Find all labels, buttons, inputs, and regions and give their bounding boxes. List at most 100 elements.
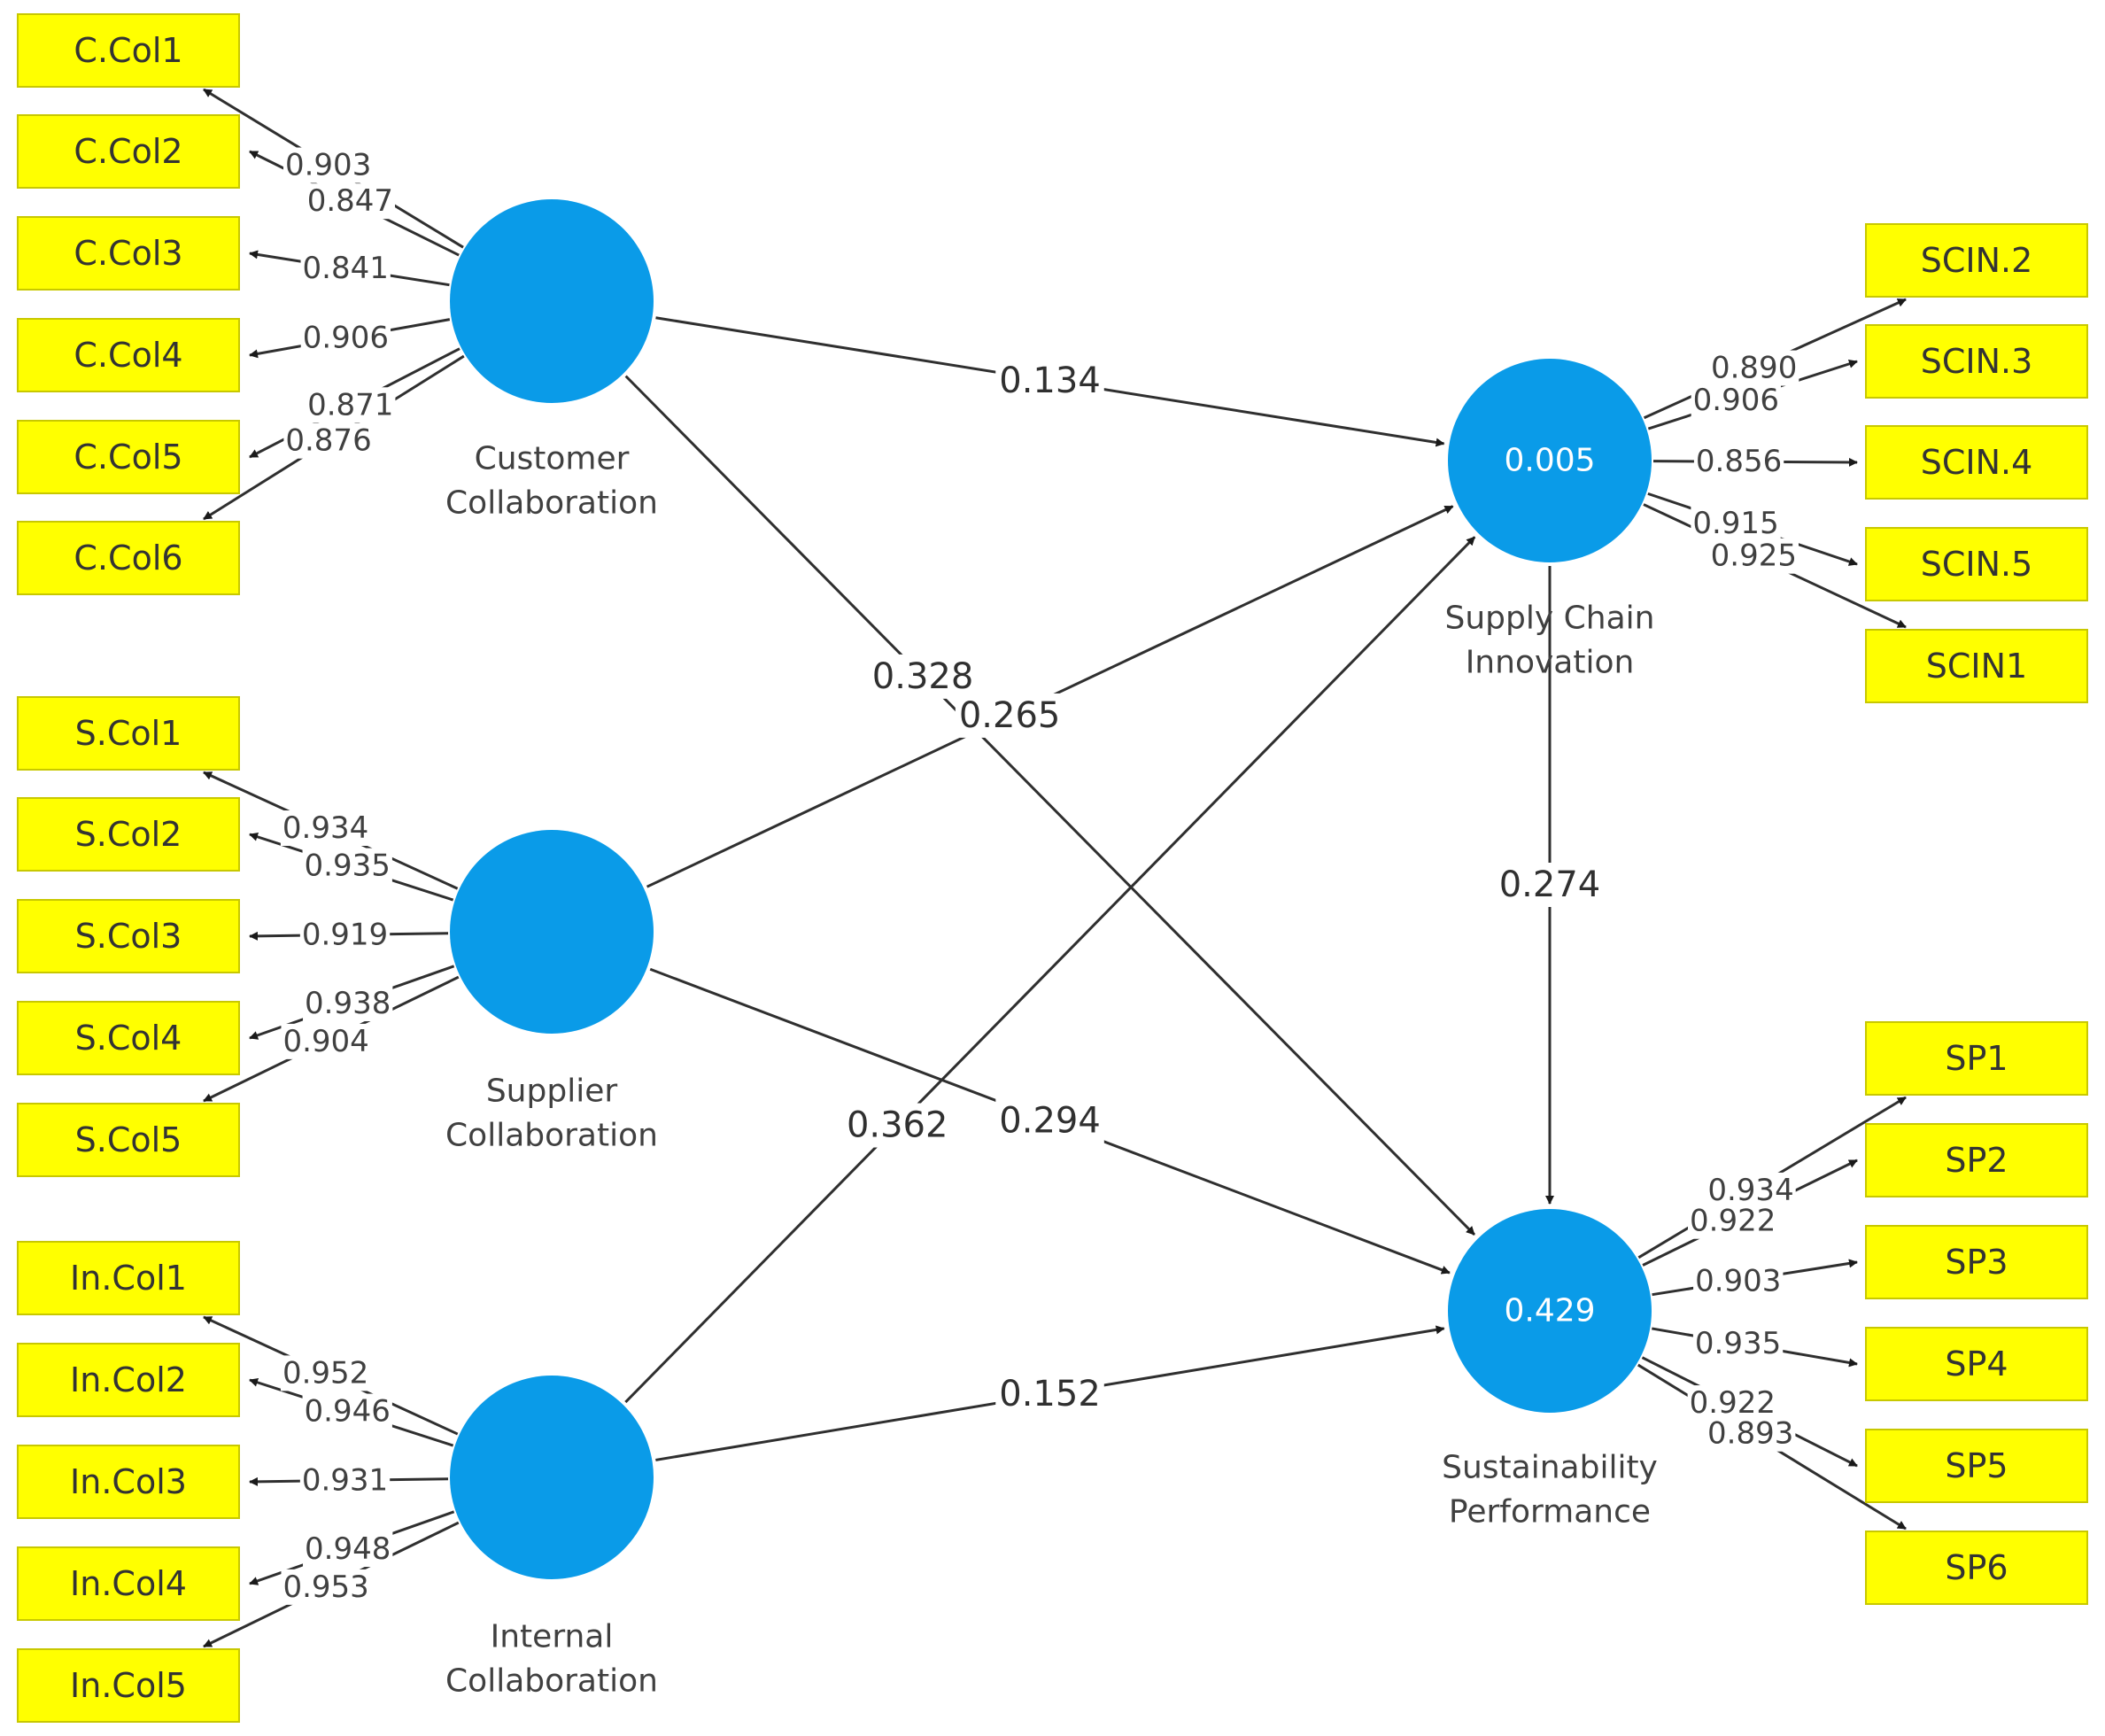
indicator-label: SCIN.4 [1921, 443, 2033, 482]
indicator-box-in-col5[interactable] [17, 1648, 240, 1723]
loading-value-background [1708, 350, 1799, 386]
construct-sp[interactable] [1448, 1209, 1652, 1413]
indicator-label: SCIN.2 [1921, 241, 2033, 280]
loading-value-background [1692, 1325, 1784, 1361]
indicator-box-s-col3[interactable] [17, 899, 240, 973]
indicator-box-c-col5[interactable] [17, 420, 240, 494]
construct-label: Customer [475, 441, 630, 477]
loading-value-background [1706, 1172, 1796, 1208]
loading-value-background [1691, 383, 1781, 419]
indicator-label: In.Col2 [70, 1360, 187, 1399]
loading-value: 0.931 [302, 1462, 388, 1498]
loading-value: 0.922 [1690, 1385, 1776, 1421]
indicator-label: S.Col4 [75, 1019, 182, 1058]
indicator-box-scin-5[interactable] [1865, 527, 2088, 601]
construct-label: Supplier [486, 1073, 618, 1110]
loading-value-group: 0.922 [1688, 1203, 1778, 1239]
loading-value: 0.890 [1711, 351, 1797, 386]
indicator-box-s-col4[interactable] [17, 1001, 240, 1075]
loading-value-group: 0.876 [283, 422, 374, 459]
loading-value-group: 0.856 [1693, 444, 1784, 480]
loading-value-group: 0.946 [302, 1393, 392, 1430]
indicator-box-sp4[interactable] [1865, 1327, 2088, 1401]
construct-label: Performance [1449, 1494, 1651, 1531]
labels-layer: 0.9030.8470.8410.9060.8710.8760.9340.935… [280, 147, 1799, 1700]
indicator-box-s-col1[interactable] [17, 696, 240, 771]
loading-value-background [283, 422, 374, 459]
indicator-box-s-col5[interactable] [17, 1103, 240, 1177]
path-coefficient: 0.265 [959, 695, 1061, 736]
indicator-box-scin1[interactable] [1865, 629, 2088, 703]
indicator-box-c-col6[interactable] [17, 521, 240, 595]
construct-customer[interactable] [450, 199, 654, 403]
indicator-box-c-col3[interactable] [17, 216, 240, 291]
construct-label: Collaboration [445, 485, 658, 522]
loading-value: 0.935 [305, 849, 391, 884]
path-coefficient-group: 0.362 [842, 1103, 952, 1148]
loading-value-group: 0.904 [281, 1023, 371, 1059]
indicator-box-in-col1[interactable] [17, 1241, 240, 1315]
indicator-label: SCIN.3 [1921, 342, 2033, 381]
path-coefficient: 0.152 [999, 1374, 1101, 1414]
indicator-label: S.Col5 [75, 1120, 182, 1159]
loading-value: 0.919 [302, 917, 388, 952]
loading-value: 0.871 [307, 387, 393, 422]
loading-value-group: 0.938 [303, 986, 393, 1022]
indicator-label: In.Col5 [70, 1666, 187, 1705]
indicator-box-c-col4[interactable] [17, 318, 240, 392]
loading-value: 0.934 [1707, 1173, 1793, 1208]
construct-sci[interactable] [1448, 359, 1652, 562]
loading-value-background [299, 917, 391, 953]
path-coefficient: 0.274 [1499, 864, 1601, 905]
loading-value-background [280, 810, 371, 847]
loading-value-group: 0.919 [299, 917, 391, 953]
path-arrow-internal-to-sci [624, 536, 1476, 1404]
path-coefficient: 0.328 [872, 656, 974, 697]
loading-value-group: 0.903 [1693, 1263, 1784, 1299]
loading-value-group: 0.903 [282, 147, 374, 183]
loading-value-group: 0.893 [1706, 1415, 1796, 1452]
indicator-box-sp1[interactable] [1865, 1021, 2088, 1096]
indicator-box-sp6[interactable] [1865, 1531, 2088, 1605]
indicator-box-c-col2[interactable] [17, 114, 240, 189]
indicator-box-c-col1[interactable] [17, 13, 240, 88]
indicator-label: C.Col5 [74, 438, 182, 477]
indicator-box-sp3[interactable] [1865, 1225, 2088, 1299]
loading-value-background [299, 1462, 391, 1499]
path-coefficient-group: 0.328 [868, 654, 978, 699]
loading-value-group: 0.948 [303, 1531, 393, 1568]
indicator-box-in-col3[interactable] [17, 1445, 240, 1519]
loading-value-background [300, 320, 391, 356]
construct-label: Supply Chain [1445, 601, 1655, 637]
loading-value-group: 0.931 [299, 1462, 391, 1499]
loading-value-background [303, 1531, 393, 1568]
r-squared-value: 0.005 [1504, 443, 1595, 479]
construct-supplier[interactable] [450, 830, 654, 1034]
loading-value-background [281, 1023, 371, 1059]
loading-value: 0.856 [1696, 444, 1782, 479]
loading-value-background [1693, 1263, 1784, 1299]
loading-value-background [1691, 505, 1781, 541]
path-coefficient-background [995, 358, 1104, 403]
indicator-label: S.Col1 [75, 714, 182, 753]
indicator-box-scin-3[interactable] [1865, 324, 2088, 399]
loading-value-group: 0.890 [1708, 350, 1799, 386]
indicator-box-scin-4[interactable] [1865, 425, 2088, 500]
indicator-box-sp5[interactable] [1865, 1429, 2088, 1503]
path-coefficient-background [995, 1098, 1104, 1143]
construct-label: Collaboration [445, 1663, 658, 1700]
loading-value-group: 0.934 [1706, 1172, 1796, 1208]
loading-value-background [1688, 1203, 1778, 1239]
loading-value: 0.938 [305, 986, 391, 1021]
indicator-box-scin-2[interactable] [1865, 223, 2088, 298]
indicator-label: SP1 [1945, 1039, 2008, 1078]
path-coefficient-background [842, 1103, 952, 1148]
construct-label: Collaboration [445, 1118, 658, 1154]
construct-internal[interactable] [450, 1376, 654, 1579]
indicator-box-in-col4[interactable] [17, 1546, 240, 1621]
loading-value-group: 0.934 [280, 810, 371, 847]
indicator-box-s-col2[interactable] [17, 797, 240, 872]
indicator-label: SP4 [1945, 1345, 2008, 1383]
indicator-box-in-col2[interactable] [17, 1343, 240, 1417]
indicator-box-sp2[interactable] [1865, 1123, 2088, 1197]
